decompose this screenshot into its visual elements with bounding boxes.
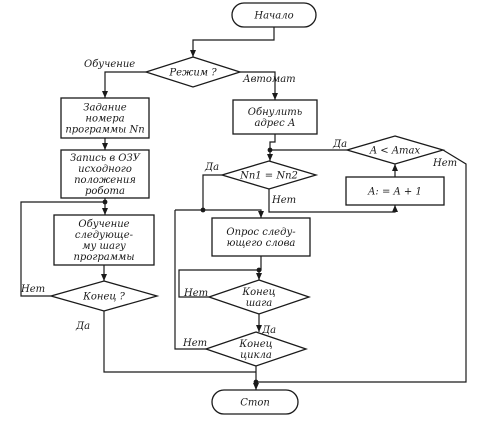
junction-train-loop <box>102 199 108 205</box>
node-poll-word-text: Опрос следу- <box>226 227 296 238</box>
node-mode: Режим ? <box>143 56 243 88</box>
node-train-step-text: программы <box>73 252 134 263</box>
node-compare-n-shape <box>219 160 319 190</box>
flowchart-connectors <box>20 27 467 390</box>
node-start-shape <box>231 2 317 28</box>
edge-comparea-no <box>256 149 467 383</box>
node-increment-a-text: A: = A + 1 <box>367 187 422 198</box>
node-end-cycle-text: цикла <box>240 350 272 361</box>
node-compare-a: A < Amax <box>344 135 446 165</box>
edge-mode-automatic <box>240 71 276 100</box>
edge-poll-entry-arrowhead <box>258 211 264 218</box>
edge-mode-training <box>104 71 146 98</box>
branch-label-no-n: Нет <box>271 195 296 206</box>
node-set-number-shape <box>60 97 150 139</box>
edge-cycle-no <box>174 210 206 350</box>
node-end-step-text: Конец <box>241 287 275 298</box>
branch-label-no-end: Нет <box>20 284 45 295</box>
node-stop: Стоп <box>211 389 299 415</box>
node-end-step-shape <box>206 279 312 315</box>
node-set-number-text: Задание <box>83 103 127 114</box>
node-set-number-text: номера <box>85 114 124 125</box>
node-train-step-text: му шагу <box>82 241 126 252</box>
node-compare-a-text: A < Amax <box>369 146 421 157</box>
edge-end-no-loop <box>20 201 105 297</box>
edge-start-mode-arrowhead <box>190 50 196 57</box>
edge-start-mode <box>192 27 275 57</box>
branch-label-yes-n: Да <box>204 162 219 173</box>
edge-cycle-stop-arrowhead <box>253 383 259 390</box>
edge-comparen-no-arrowhead <box>392 205 398 212</box>
branch-label-no-cycle: Нет <box>182 338 207 349</box>
node-end-q-shape <box>48 280 160 312</box>
node-poll-word: Опрос следу-ющего слова <box>211 217 311 257</box>
node-poll-word-text: ющего слова <box>227 238 296 249</box>
node-record-ozu-text: Запись в ОЗУ <box>70 153 141 164</box>
node-stop-shape <box>211 389 299 415</box>
junction-step-loop <box>256 267 262 273</box>
node-reset-addr-text: Обнулить <box>248 107 302 118</box>
node-end-q: Конец ? <box>48 280 160 312</box>
branch-label-no-a: Нет <box>432 158 457 169</box>
node-poll-word-shape <box>211 217 311 257</box>
edge-mode-training-arrowhead <box>102 91 108 98</box>
edge-poll-entry <box>175 209 262 218</box>
edge-step-no <box>178 269 259 298</box>
node-record-ozu-shape <box>60 149 150 199</box>
branch-label-automatic: Автомат <box>242 74 296 85</box>
node-record-ozu-text: положения <box>74 175 136 186</box>
node-train-step-text: Обучение <box>78 219 129 230</box>
node-end-cycle-shape <box>203 331 309 367</box>
junction-poll-entry <box>200 207 206 213</box>
branch-label-yes-a: Да <box>332 139 347 150</box>
branch-label-yes-step: Да <box>261 325 276 336</box>
edge-setnum-record-arrowhead <box>102 143 108 150</box>
junction-stop-merge <box>253 379 259 385</box>
edge-poll-step-arrowhead <box>256 273 262 280</box>
node-compare-a-shape <box>344 135 446 165</box>
edge-step-yes-arrowhead <box>256 325 262 332</box>
edge-mode-automatic-arrowhead <box>272 93 278 100</box>
branch-label-yes-end: Да <box>75 321 90 332</box>
branch-label-no-step: Нет <box>183 288 208 299</box>
edge-train-end-arrowhead <box>101 274 107 281</box>
node-set-number-text: программы Nп <box>65 125 144 136</box>
edge-comparen-yes <box>202 174 222 210</box>
edge-inc-comparea-arrowhead <box>392 164 398 171</box>
node-end-step-text: шага <box>246 298 272 309</box>
node-mode-shape <box>143 56 243 88</box>
node-compare-n: Nп1 = Nп2 <box>219 160 319 190</box>
node-end-q-text: Конец ? <box>82 292 125 303</box>
edge-end-yes <box>103 311 256 373</box>
branch-label-training: Обучение <box>84 59 135 70</box>
node-increment-a-shape <box>345 176 445 206</box>
node-record-ozu-text: робота <box>85 186 125 197</box>
junction-compare-a <box>267 147 273 153</box>
node-mode-text: Режим ? <box>168 68 217 79</box>
node-start-text: Начало <box>253 11 293 22</box>
edge-record-train-arrowhead <box>102 208 108 215</box>
node-start: Начало <box>231 2 317 28</box>
node-compare-n-text: Nп1 = Nп2 <box>239 171 298 182</box>
node-end-cycle-text: Конец <box>238 339 272 350</box>
node-train-step-shape <box>53 214 155 266</box>
edge-reset-comparen-arrowhead <box>267 154 273 161</box>
node-stop-text: Стоп <box>240 398 270 409</box>
node-train-step-text: следующе- <box>75 230 134 241</box>
node-record-ozu-text: исходного <box>78 164 132 175</box>
node-reset-addr-shape <box>232 99 318 135</box>
node-increment-a: A: = A + 1 <box>345 176 445 206</box>
node-reset-addr-text: адрес А <box>255 118 296 129</box>
